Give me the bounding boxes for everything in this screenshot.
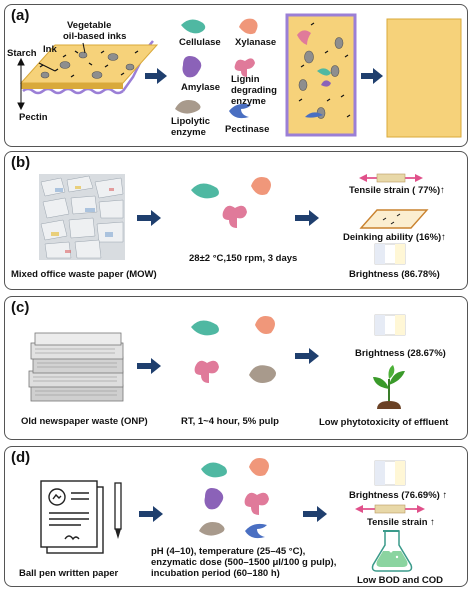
bod-cod-d: Low BOD and COD (357, 575, 444, 586)
arrow-d1 (139, 506, 163, 522)
oil-based-label: oil-based inks (63, 31, 127, 42)
pectinase-label: Pectinase (225, 124, 270, 135)
arrow-a2 (361, 68, 383, 84)
cellulase-label: Cellulase (179, 37, 221, 48)
cellulase-icon (181, 19, 206, 34)
starch-granules (40, 51, 135, 79)
brightness-swatch-b (374, 243, 406, 265)
condition-d-1: pH (4–10), temperature (25–45 °C), (151, 546, 306, 557)
lignin-label-1: Lignin (231, 74, 260, 85)
cellulase-icon-c (191, 320, 219, 336)
pectinase-icon (229, 103, 251, 119)
xylanase-icon (239, 18, 258, 35)
flask-icon (371, 530, 413, 572)
condition-c: RT, 1~4 hour, 5% pulp (181, 416, 279, 427)
lipolytic-label-1: Lipolytic (171, 116, 211, 127)
newspaper-stack (28, 332, 124, 402)
brightness-b: Brightness (86.78%) (349, 269, 440, 280)
pectinase-icon-d (245, 523, 267, 539)
ink-specks (39, 50, 139, 78)
cellulase-icon-d (201, 462, 227, 478)
oil-ink-pointer (82, 42, 86, 54)
panel-b: (b) (4, 151, 468, 290)
panel-c-label: (c) (11, 299, 30, 316)
ink-label: Ink (43, 44, 57, 55)
mow-label: Mixed office waste paper (MOW) (11, 269, 157, 280)
xylanase-icon-d (249, 458, 269, 476)
lignin-icon (234, 58, 255, 77)
lignin-icon-d (244, 492, 269, 515)
panel-b-graphics (39, 173, 429, 265)
mow-photo (39, 174, 125, 260)
lignin-label-3: enzyme (231, 96, 266, 107)
tensile-strain-icon (359, 173, 423, 183)
phytotoxicity-c: Low phytotoxicity of effluent (319, 417, 449, 428)
clean-paper (386, 18, 462, 138)
starch-label: Starch (7, 48, 37, 59)
panel-d-label: (d) (11, 449, 31, 466)
pen-icon (114, 482, 122, 539)
tensile-d: Tensile strain ↑ (367, 517, 435, 528)
condition-d-3: incubation period (60–180 h) (151, 568, 280, 579)
panel-a-label: (a) (11, 7, 30, 24)
treated-paper (285, 13, 357, 137)
brightness-swatch-d (374, 460, 406, 486)
lignin-label-2: degrading (231, 85, 277, 96)
amylase-icon (182, 56, 202, 78)
lipolytic-label-2: enzyme (171, 127, 206, 138)
lipolytic-icon-d (199, 522, 225, 536)
lipolytic-icon (175, 100, 201, 114)
arrow-b1 (137, 210, 161, 226)
arrow-c2 (295, 348, 319, 364)
tensile-strain-icon-d (355, 504, 425, 514)
condition-d-2: enzymatic dose (500–1500 μl/100 g pulp), (151, 557, 337, 568)
panel-b-label: (b) (11, 154, 31, 171)
arrow-a1 (145, 68, 167, 84)
deinking-icon (359, 209, 429, 229)
ball-pen-label: Ball pen written paper (19, 568, 119, 579)
lipolytic-icon-c (249, 365, 276, 383)
brightness-swatch-c (374, 314, 406, 336)
xylanase-icon-c (255, 316, 275, 334)
panel-c: (c) (4, 296, 468, 440)
panel-d-graphics (40, 458, 425, 572)
tensile-b: Tensile strain ( 77%)↑ (349, 185, 445, 196)
brightness-c: Brightness (28.67%) (355, 348, 446, 359)
lignin-icon-b (222, 205, 247, 228)
xylanase-icon-b (251, 177, 271, 195)
pectin-label: Pectin (19, 112, 48, 123)
ink-pointer (38, 62, 56, 72)
panel-a-graphics (17, 13, 462, 138)
amylase-label: Amylase (181, 82, 221, 93)
deinking-b: Deinking ability (16%)↑ (343, 232, 446, 243)
starch-axis (17, 57, 25, 111)
brightness-d: Brightness (76.69%) ↑ (349, 490, 448, 501)
lignin-icon-c (194, 360, 219, 383)
xylanase-label: Xylanase (235, 37, 277, 48)
arrow-c1 (137, 358, 161, 374)
amylase-icon-d (204, 488, 224, 510)
panel-c-graphics (28, 314, 406, 409)
paper-sheet-side (21, 83, 123, 89)
onp-label: Old newspaper waste (ONP) (21, 416, 148, 427)
panel-d: (d) (4, 446, 468, 587)
cellulase-icon-b (191, 183, 219, 199)
written-paper-icon (40, 480, 104, 554)
panel-a: (a) (4, 4, 468, 147)
arrow-b2 (295, 210, 319, 226)
vegetable-label: Vegetable (67, 20, 112, 31)
plant-icon (373, 365, 405, 409)
condition-b: 28±2 °C,150 rpm, 3 days (189, 253, 298, 264)
arrow-d2 (303, 506, 327, 522)
